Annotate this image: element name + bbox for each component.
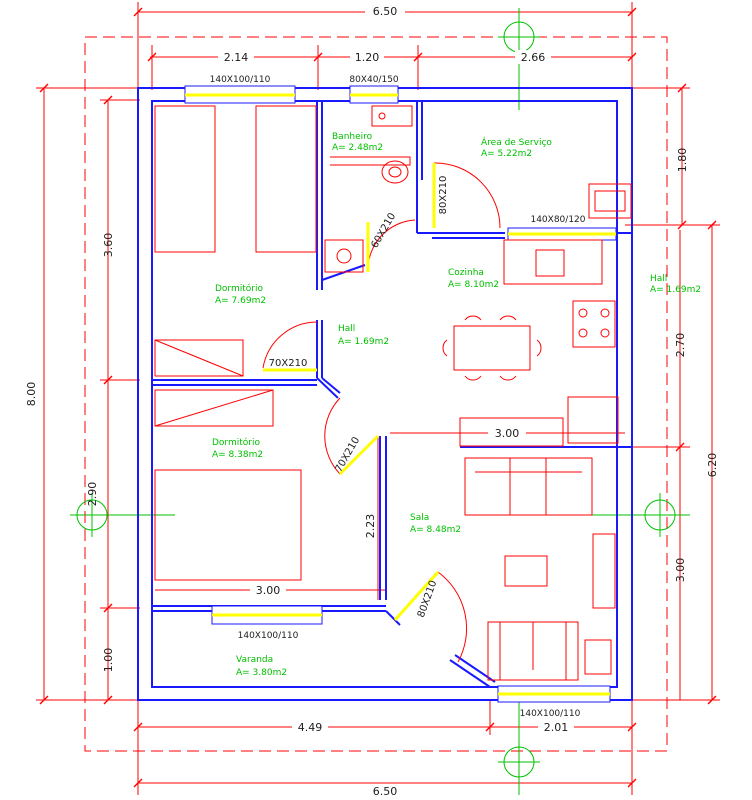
door-label-front: 80X210 [416, 579, 440, 619]
door-front [437, 571, 468, 663]
door-label-bathroom: 60X210 [369, 211, 398, 250]
axis-markers [70, 8, 690, 795]
armchair [584, 639, 612, 675]
dining-table [453, 325, 531, 371]
room-kitchen-name: Cozinha [448, 268, 484, 278]
window-labels: 140X100/110 80X40/150 140X80/120 140X100… [210, 75, 586, 719]
room-hall-center-name: Hall [338, 324, 355, 334]
room-hall-center-area: A= 1.69m2 [338, 337, 389, 347]
room-bedroom2-name: Dormitório [212, 437, 260, 448]
window-label-bedroom2: 140X100/110 [238, 631, 299, 641]
dim-right-mid: 2.70 [674, 333, 687, 358]
room-living-area: A= 8.48m2 [410, 525, 461, 535]
room-labels: Banheiro A= 2.48m2 Área de Serviço A= 5.… [212, 132, 701, 678]
dim-top-mid: 1.20 [355, 51, 380, 64]
room-hall-right-area: A= 1.69m2 [650, 285, 701, 295]
dim-interior-height: 2.23 [364, 514, 377, 539]
room-service-area: A= 5.22m2 [481, 149, 532, 159]
stove [572, 300, 616, 348]
dim-bottom-total: 6.50 [373, 785, 398, 798]
dim-top-left: 2.14 [224, 51, 249, 64]
door-bedroom1 [262, 321, 318, 369]
room-bedroom2-area: A= 8.38m2 [212, 450, 263, 460]
bed-1 [154, 105, 216, 253]
room-bathroom-name: Banheiro [332, 132, 373, 142]
dim-left-upper: 3.60 [102, 233, 115, 258]
dim-left-lower: 1.00 [102, 648, 115, 673]
bathroom-sink [330, 156, 411, 166]
room-hall-right-name: Hall [650, 274, 667, 284]
room-balcony-name: Varanda [236, 655, 273, 665]
toilet [381, 160, 409, 184]
dim-bottom-right: 2.01 [544, 721, 569, 734]
window-label-bathroom: 80X40/150 [349, 75, 399, 85]
kitchen-sink [535, 249, 565, 277]
double-bed [154, 469, 302, 581]
room-living-name: Sala [410, 513, 429, 523]
window-label-living: 140X100/110 [520, 709, 581, 719]
shower [324, 239, 364, 273]
dim-right-total: 6.20 [706, 453, 719, 478]
dimension-lines [36, 2, 720, 795]
coffee-table [504, 555, 548, 587]
doors [262, 162, 501, 663]
laundry-tank [588, 183, 632, 219]
sofa-large [464, 457, 593, 516]
kitchen-counter [503, 239, 603, 285]
dim-right-upper: 1.80 [676, 148, 689, 173]
room-kitchen-area: A= 8.10m2 [448, 280, 499, 290]
dim-interior-kitchen: 3.00 [495, 427, 520, 440]
room-bedroom1-area: A= 7.69m2 [215, 296, 266, 306]
dim-left-total: 8.00 [25, 382, 38, 407]
door-bedroom2 [324, 397, 341, 475]
dim-bottom-left: 4.49 [298, 721, 323, 734]
furniture [154, 105, 632, 681]
wardrobe-1 [154, 339, 244, 377]
window-label-kitchen: 140X80/120 [530, 215, 585, 225]
windows [184, 85, 617, 703]
wardrobe-2 [154, 389, 274, 427]
dim-left-mid: 2.90 [86, 482, 99, 507]
dashed-site-boundary [84, 36, 668, 752]
dim-top-right: 2.66 [521, 51, 546, 64]
fridge [567, 396, 619, 444]
dimension-ticks [39, 7, 717, 788]
door-service [433, 162, 501, 229]
bed-2 [255, 105, 317, 253]
window-label-bedroom1: 140X100/110 [210, 75, 271, 85]
dim-interior-bedroom: 3.00 [256, 584, 281, 597]
dim-top-total: 6.50 [373, 5, 398, 18]
room-bathroom-area: A= 2.48m2 [332, 143, 383, 153]
walls [137, 87, 633, 701]
dimension-labels: 6.50 2.14 1.20 2.66 4.49 2.01 6.50 8.00 … [25, 4, 719, 798]
counter-low [459, 417, 564, 447]
door-label-bedroom1: 70X210 [269, 358, 308, 369]
room-service-name: Área de Serviço [481, 136, 552, 148]
room-balcony-area: A= 3.80m2 [236, 668, 287, 678]
door-labels: 70X210 60X210 80X210 70X210 80X210 [269, 176, 449, 620]
dim-right-lower: 3.00 [674, 558, 687, 583]
tv-stand [592, 533, 616, 609]
room-bedroom1-name: Dormitório [215, 283, 263, 294]
door-label-service: 80X210 [438, 176, 449, 215]
